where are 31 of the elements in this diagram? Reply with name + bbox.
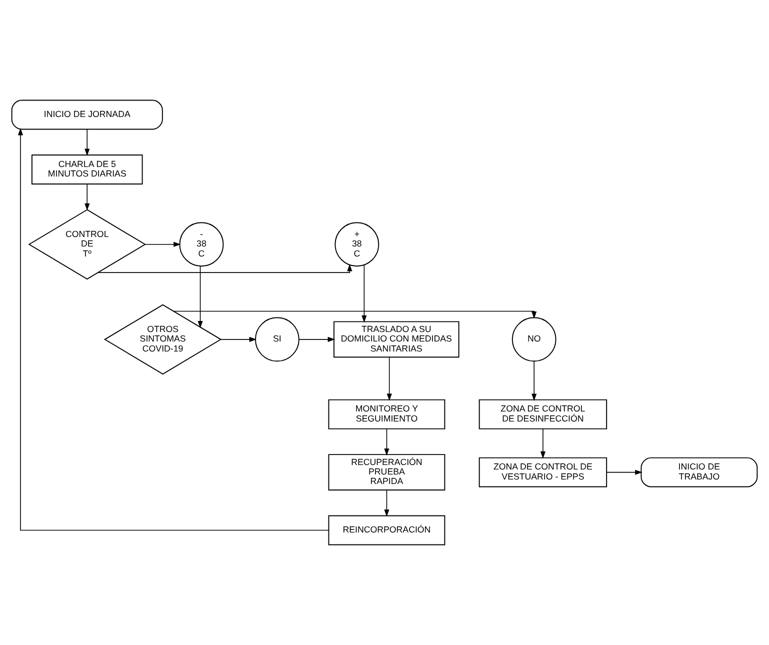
node-box: INICIO DE JORNADA [11,100,163,130]
node-box: INICIO DE TRABAJO [640,457,758,488]
node-circle: NO [512,317,556,362]
arrow [298,336,336,342]
arrow [386,356,392,401]
node-box: CHARLA DE 5 MINUTOS DIARIAS [31,154,143,184]
node-box: TRASLADO A SU DOMICILIO CON MEDIDAS SANITARIAS [333,321,460,358]
arrow [384,490,390,517]
arrow [532,361,537,401]
arrow [173,310,537,319]
arrow [84,184,90,211]
node-box: REINCORPORACIÓN [328,515,446,546]
arrow [84,128,90,156]
node-diamond: OTROS SINTOMAS COVID-19 [104,304,222,375]
arrow [98,264,352,273]
node-diamond: CONTROL DE Tº [28,209,146,280]
arrow [144,242,181,247]
arrow [362,264,367,323]
arrow [540,428,546,459]
node-box: MONITOREO Y SEGUIMIENTO [328,399,446,430]
node-box: ZONA DE CONTROL DE DESINFECCIÓN [478,399,608,430]
arrow [18,128,330,531]
node-box: ZONA DE CONTROL DE VESTUARIO - EPPS [478,457,608,488]
node-circle: - 38 C [179,222,224,267]
arrow [220,336,257,342]
node-circle: + 38 C [334,222,380,267]
arrow [198,266,203,328]
node-box: RECUPERACIÓN PRUEBA RAPIDA [328,454,446,490]
arrow [384,428,390,456]
node-circle: SI [254,317,300,362]
arrow [606,470,642,475]
